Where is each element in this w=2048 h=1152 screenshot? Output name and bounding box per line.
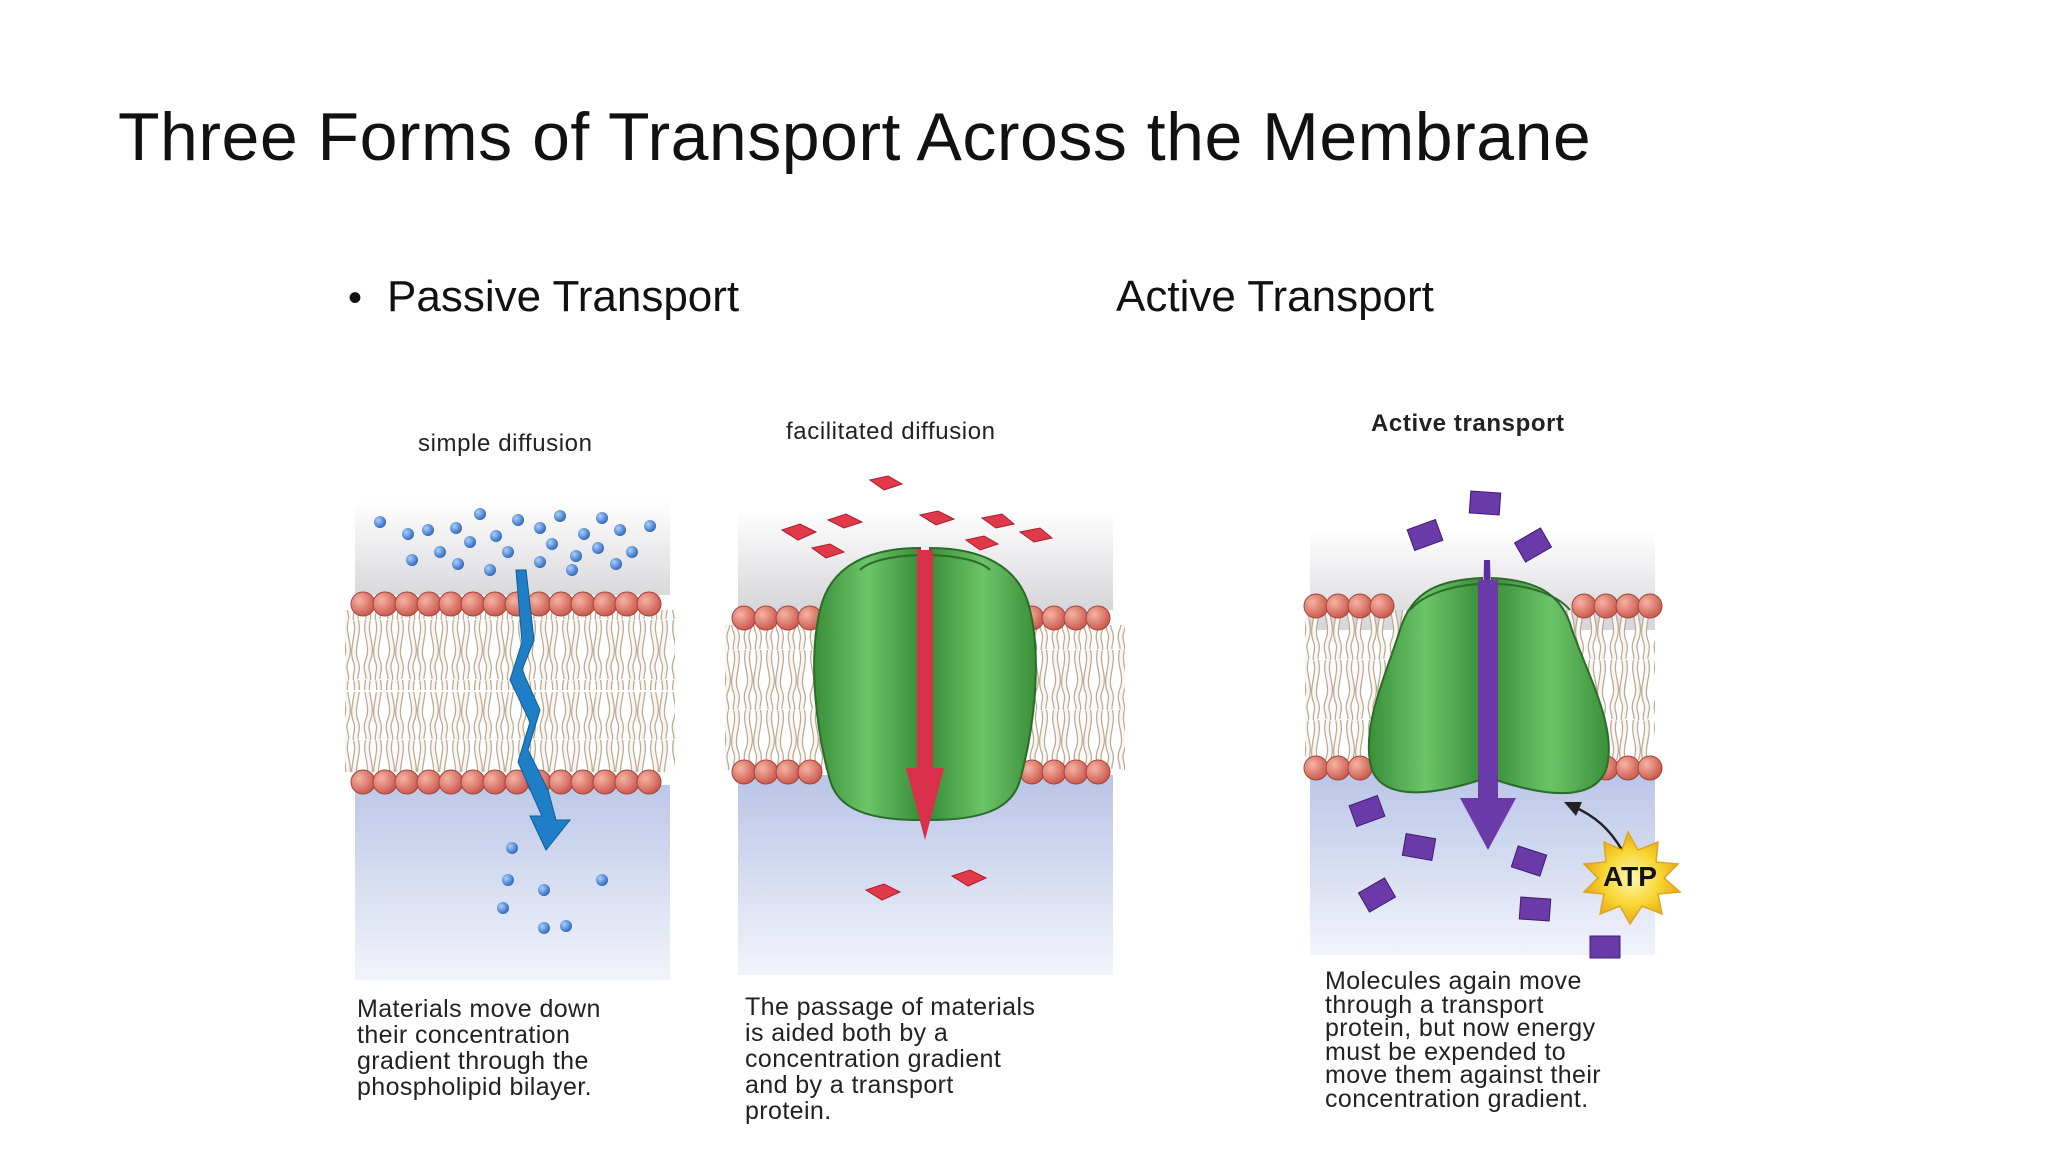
caption-line: Materials move down bbox=[357, 995, 601, 1023]
atp-badge: ATP bbox=[1603, 861, 1657, 892]
caption-line: The passage of materials bbox=[745, 993, 1036, 1021]
caption-line: their concentration bbox=[357, 1021, 571, 1049]
active-transport-heading: Active Transport bbox=[1116, 272, 1434, 321]
caption-line: gradient through the bbox=[357, 1047, 589, 1075]
caption-line: is aided both by a bbox=[745, 1019, 949, 1047]
active-transport-diagram: ATP bbox=[1303, 490, 1682, 959]
caption-line: Molecules again move bbox=[1325, 967, 1582, 995]
caption-line: concentration gradient bbox=[745, 1045, 1002, 1073]
bullet-dot: • bbox=[348, 276, 363, 320]
simple-diffusion-diagram bbox=[345, 500, 675, 980]
facilitated-diffusion-diagram bbox=[725, 475, 1125, 975]
caption-line: move them against their bbox=[1325, 1061, 1601, 1089]
facilitated-diffusion-caption: The passage of materials is aided both b… bbox=[745, 994, 1035, 1124]
passive-transport-heading: Passive Transport bbox=[387, 272, 740, 321]
caption-line: through a transport bbox=[1325, 990, 1544, 1019]
simple-diffusion-caption: Materials move down their concentration … bbox=[357, 996, 601, 1100]
facilitated-diffusion-label: facilitated diffusion bbox=[786, 418, 996, 445]
caption-line: concentration gradient. bbox=[1325, 1084, 1589, 1113]
active-transport-label: Active transport bbox=[1371, 410, 1565, 437]
caption-line: and by a transport bbox=[745, 1071, 954, 1099]
caption-line: phospholipid bilayer. bbox=[357, 1073, 592, 1101]
caption-line: must be expended to bbox=[1325, 1037, 1567, 1066]
simple-diffusion-label: simple diffusion bbox=[418, 430, 593, 457]
slide-title: Three Forms of Transport Across the Memb… bbox=[118, 99, 1592, 175]
active-transport-caption: Molecules again move through a transport… bbox=[1325, 967, 1601, 1113]
caption-line: protein. bbox=[745, 1097, 832, 1125]
caption-line: protein, but now energy bbox=[1325, 1014, 1596, 1042]
